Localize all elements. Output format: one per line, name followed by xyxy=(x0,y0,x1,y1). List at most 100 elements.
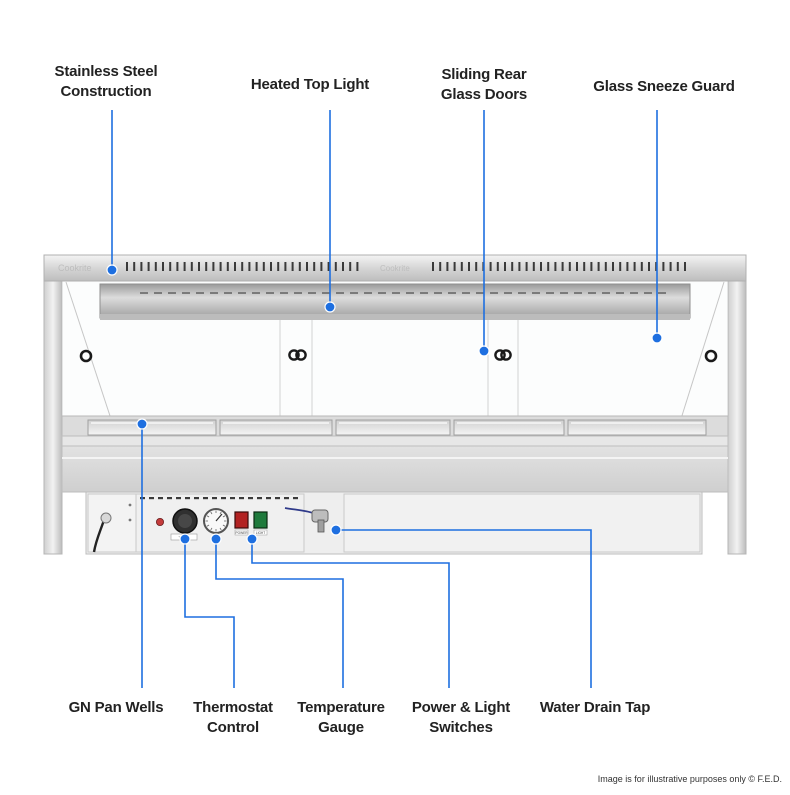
glass-side-right xyxy=(679,281,725,423)
lamp-slot xyxy=(532,292,540,294)
gauge-tick xyxy=(222,524,226,527)
label-stainless-steel-construction: Stainless Steel Construction xyxy=(34,62,178,102)
switch-label-left: POWER xyxy=(235,531,248,535)
vent-slot xyxy=(190,262,193,271)
vent-slot xyxy=(612,262,614,271)
label-line: Thermostat xyxy=(193,699,273,716)
vent-slot xyxy=(147,262,150,271)
lamp-slot xyxy=(364,292,372,294)
label-line: Sliding Rear xyxy=(441,66,527,83)
lamp-slot xyxy=(462,292,470,294)
panel-vent-slot xyxy=(275,497,280,500)
panel-vent-slot xyxy=(203,497,208,500)
vent-slot xyxy=(525,262,528,271)
lamp-slot xyxy=(476,292,484,294)
lamp-slot xyxy=(658,292,666,294)
gauge-needle xyxy=(215,513,223,522)
vent-slot xyxy=(540,262,542,271)
vent-slot xyxy=(291,262,294,271)
lamp-lower-lip xyxy=(100,314,690,320)
lamp-slot xyxy=(280,292,288,294)
lamp-slot xyxy=(644,292,652,294)
panel-vent-slot xyxy=(230,497,235,500)
label-line: Stainless Steel xyxy=(54,63,158,80)
panel-vent-slot xyxy=(185,497,190,500)
vent-slot xyxy=(234,262,236,271)
vent-slot xyxy=(212,262,215,271)
vent-slot xyxy=(626,262,629,271)
lamp-slot xyxy=(448,292,456,294)
gn-pan xyxy=(219,419,333,436)
vent-slot xyxy=(446,262,449,271)
vent-slot xyxy=(334,262,337,271)
lamp-slot xyxy=(140,292,148,294)
vent-slot xyxy=(518,262,521,271)
vent-slot xyxy=(640,262,643,271)
lamp-slot xyxy=(168,292,176,294)
door-ring xyxy=(79,349,93,363)
lamp-slot xyxy=(588,292,596,294)
vent-slot xyxy=(619,262,622,271)
lamp-slot xyxy=(546,292,554,294)
callout-temperature-gauge-dot xyxy=(210,533,222,545)
lamp-slot xyxy=(560,292,568,294)
vent-slot xyxy=(532,262,535,271)
label-line: Power & Light xyxy=(411,699,511,716)
vent-slot xyxy=(597,262,600,271)
lamp-slot xyxy=(154,292,162,294)
label-heated-top-light: Heated Top Light xyxy=(230,75,390,95)
lamp-slots xyxy=(140,292,666,294)
lamp-slot xyxy=(350,292,358,294)
vent-slot xyxy=(590,262,593,271)
unit-body: Cookrite Cookrite xyxy=(43,254,747,555)
vent-slot xyxy=(133,262,136,271)
vent-slot xyxy=(460,262,463,271)
panel-vent-slot xyxy=(158,497,163,500)
vent-slot xyxy=(126,262,128,271)
vent-slot xyxy=(298,262,301,271)
vent-slot xyxy=(248,262,251,271)
label-sliding-rear-glass-doors: Sliding Rear Glass Doors xyxy=(416,65,552,105)
disclaimer: Image is for illustrative purposes only … xyxy=(597,774,782,784)
power-cord xyxy=(92,519,106,553)
lamp-slot xyxy=(602,292,610,294)
callout-gn-pan-wells-dot xyxy=(136,418,148,430)
thermostat-indicator-light xyxy=(155,518,164,527)
cord-gland xyxy=(100,512,112,524)
vent-slot xyxy=(583,262,586,271)
lamp-slot xyxy=(434,292,442,294)
gn-pan xyxy=(87,419,217,436)
label-gn-pan-wells: GN Pan Wells xyxy=(60,698,172,718)
label-line: Temperature xyxy=(297,699,385,716)
lamp-slot xyxy=(308,292,316,294)
door-ring xyxy=(295,349,307,361)
panel-vent-slot xyxy=(194,497,199,500)
vent-slot xyxy=(154,262,157,271)
vent-slot xyxy=(198,262,200,271)
vent-slot xyxy=(255,262,258,271)
vent-slot xyxy=(162,262,164,271)
gn-pan xyxy=(335,419,451,436)
callout-water-drain-tap-line xyxy=(336,529,592,688)
lamp-slot xyxy=(266,292,274,294)
vent-slot xyxy=(633,262,636,271)
drain-tap-handle xyxy=(317,519,325,533)
door-ring xyxy=(704,349,718,363)
vent-slot xyxy=(496,262,499,271)
vent-slot xyxy=(554,262,557,271)
vent-slot xyxy=(662,262,665,271)
callout-lines xyxy=(106,110,663,688)
panel-vent-slot xyxy=(212,497,217,500)
vent-slot xyxy=(313,262,316,271)
label-line: GN Pan Wells xyxy=(68,699,164,716)
vent-slot xyxy=(511,262,514,271)
vent-slot xyxy=(439,262,442,271)
screw xyxy=(128,503,132,507)
vent-slot xyxy=(176,262,179,271)
vent-slot xyxy=(561,262,564,271)
lamp-slot xyxy=(616,292,624,294)
door-ring xyxy=(288,349,300,361)
screw xyxy=(128,518,132,522)
lamp-slot xyxy=(406,292,414,294)
